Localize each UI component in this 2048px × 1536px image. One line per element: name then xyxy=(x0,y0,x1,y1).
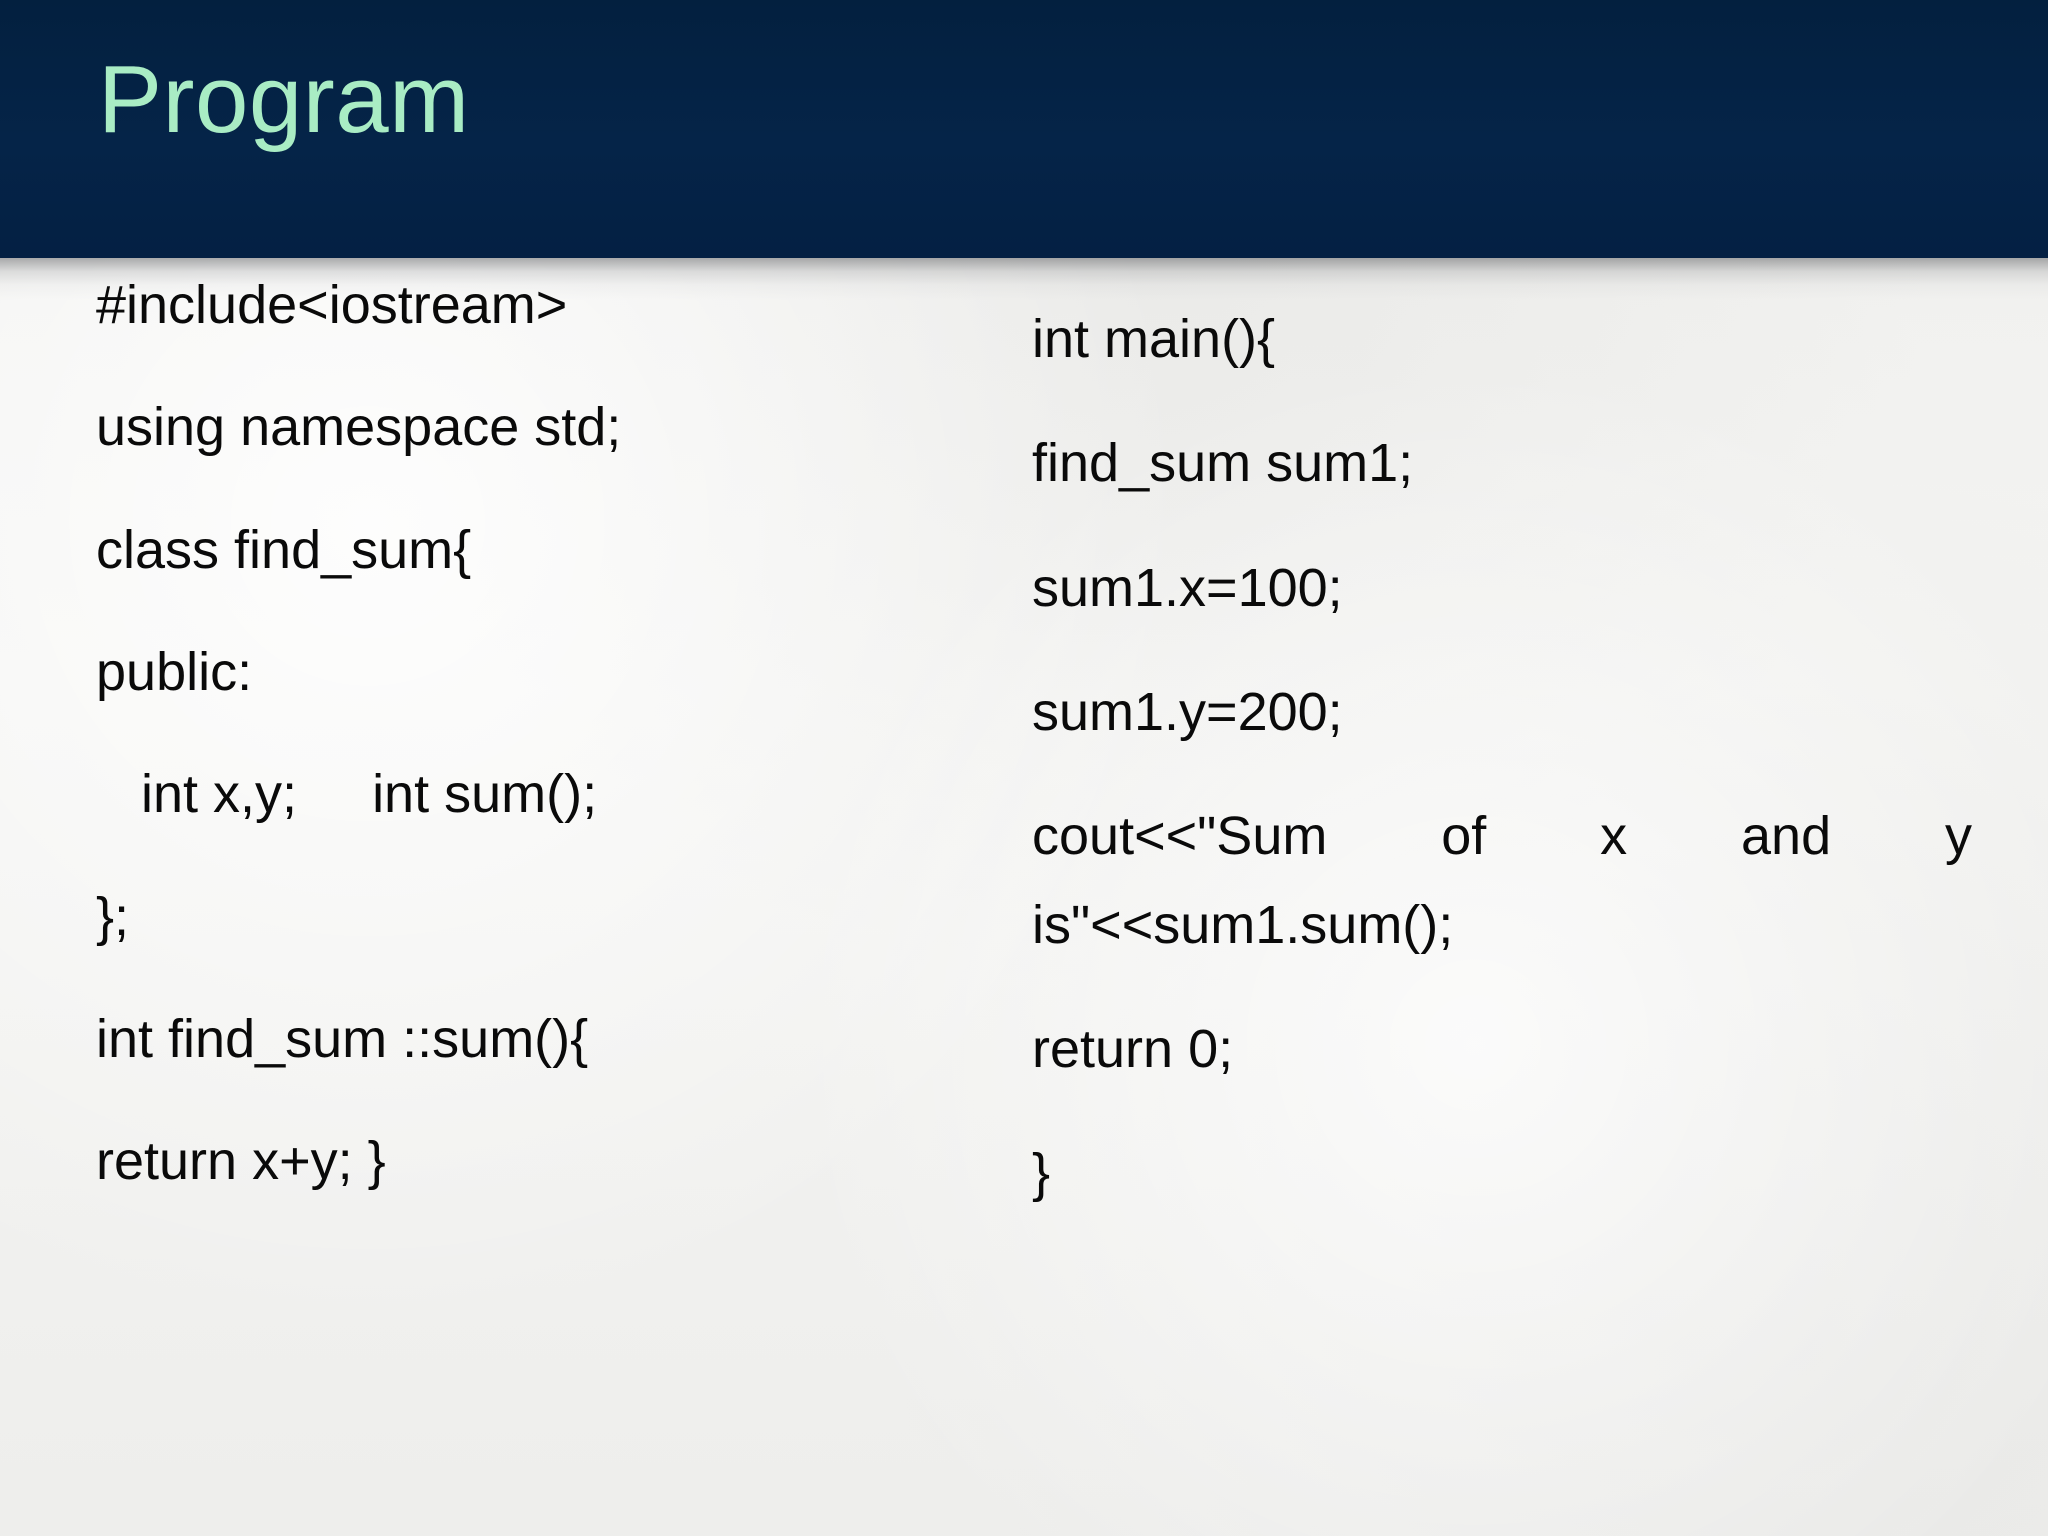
code-column-right: int main(){ find_sum sum1; sum1.x=100; s… xyxy=(1032,258,1972,1269)
code-line: int main(){ xyxy=(1032,309,1276,369)
code-line: cout<<"Sum of x and y xyxy=(1032,806,1972,867)
code-line: return x+y; } xyxy=(96,1131,386,1192)
code-line: find_sum sum1; xyxy=(1032,433,1414,494)
code-line: public: xyxy=(96,641,253,702)
title-band: Program xyxy=(0,0,2048,258)
code-line: sum1.y=200; xyxy=(1032,681,1343,742)
code-line: class find_sum{ xyxy=(96,519,472,580)
code-line: #include<iostream> xyxy=(96,275,568,335)
code-line: int find_sum ::sum(){ xyxy=(96,1008,589,1069)
code-line: } xyxy=(1032,1143,1051,1204)
code-line: sum1.x=100; xyxy=(1032,557,1343,618)
code-line: return 0; xyxy=(1032,1018,1234,1079)
code-line: int x,y; int sum(); xyxy=(96,764,598,825)
page-title: Program xyxy=(98,46,470,153)
code-column-left: #include<iostream> using namespace std; … xyxy=(96,258,896,1255)
code-line: is"<<sum1.sum(); xyxy=(1032,894,1454,955)
code-columns: #include<iostream> using namespace std; … xyxy=(0,258,2048,1536)
code-line: }; xyxy=(96,886,130,947)
code-line: using namespace std; xyxy=(96,397,622,458)
